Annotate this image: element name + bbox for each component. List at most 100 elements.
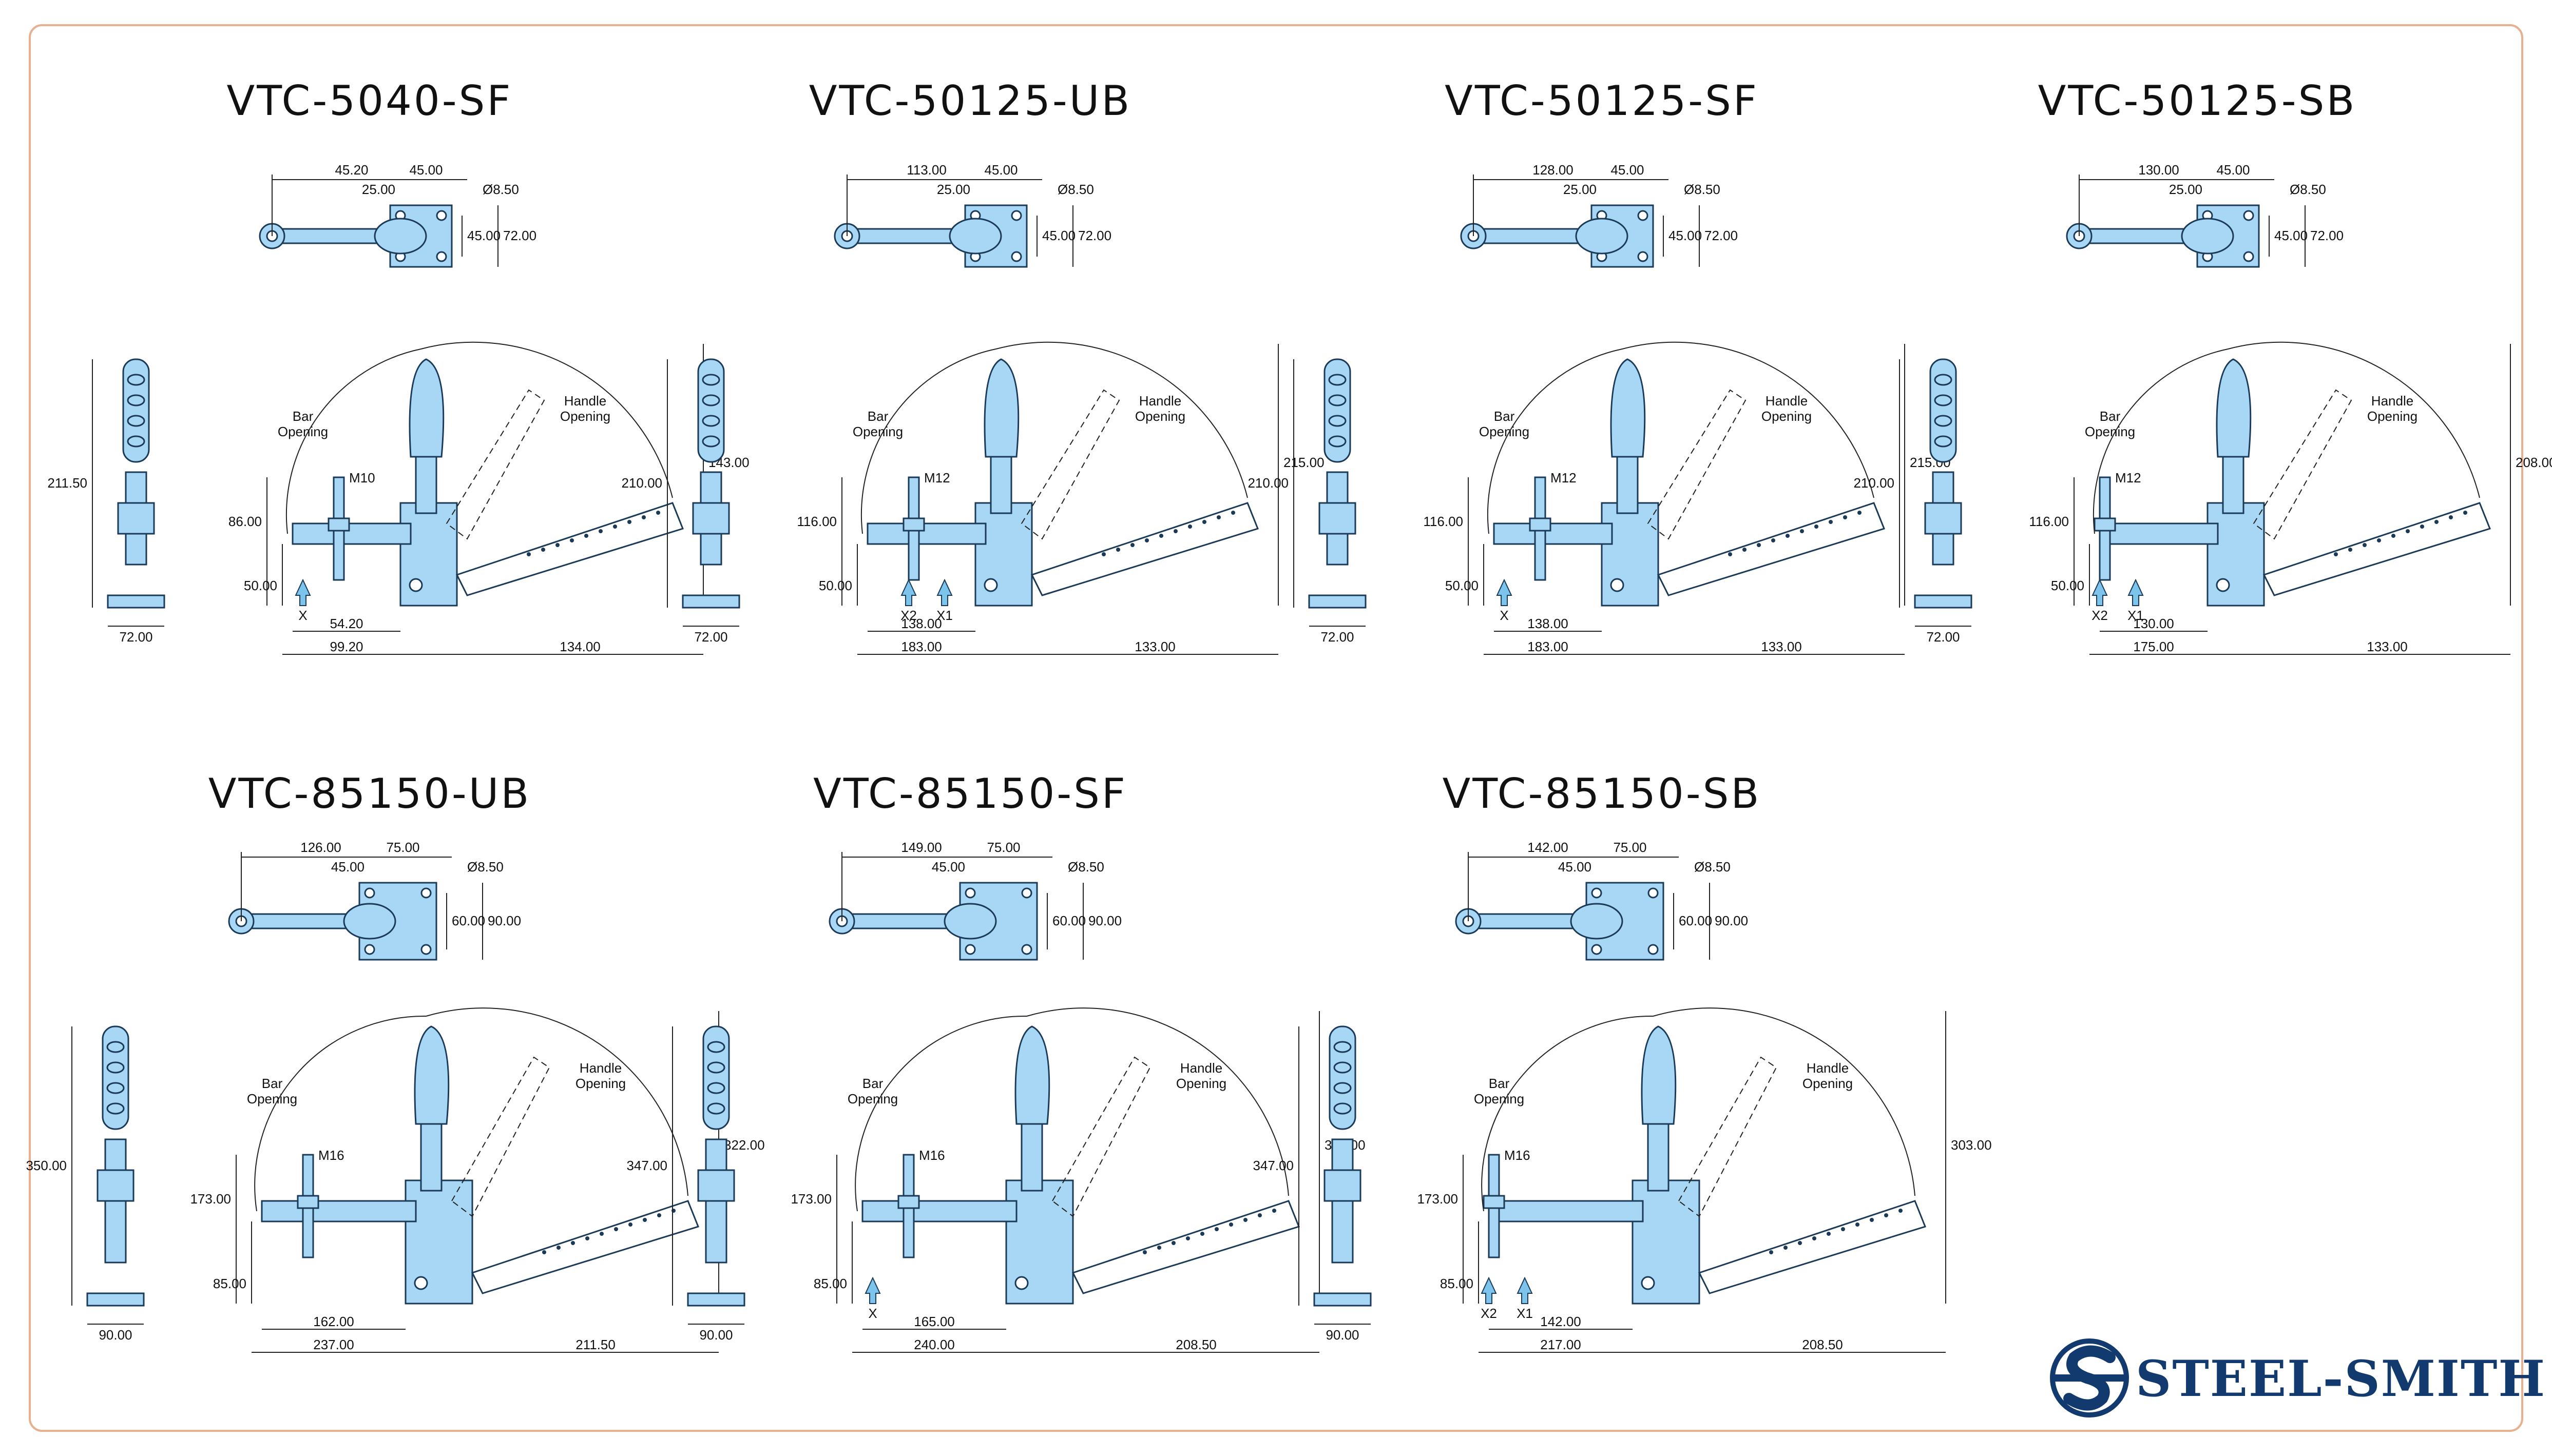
arrow-label: X1 [936, 608, 953, 623]
grip-rib [1328, 435, 1347, 448]
arrow-label: X2 [1481, 1306, 1497, 1321]
clamp-bar [2099, 522, 2219, 545]
grip-end [697, 358, 725, 463]
handle-opening-arc [420, 341, 673, 498]
grip-rib [702, 415, 720, 427]
grip-dot [1186, 1236, 1190, 1240]
spindle-nut [2094, 517, 2116, 532]
handle-opening-label: Opening [1176, 1076, 1226, 1091]
side-view: M12BarOpeningHandleOpening215.00116.0050… [797, 341, 1325, 655]
thread-label: M12 [1550, 470, 1577, 486]
force-arrow-icon [1517, 1276, 1533, 1304]
dim-low-height: 85.00 [213, 1276, 246, 1291]
dim-hole-diameter: Ø8.50 [1058, 182, 1094, 197]
grip-dot [571, 1241, 575, 1245]
grip-dot [1857, 511, 1862, 515]
dim-plate-width: 45.00 [409, 162, 443, 178]
link-end [1924, 502, 1962, 535]
mounting-hole [1637, 210, 1648, 221]
dim-front-base: 72.00 [1320, 629, 1354, 645]
handle-opening-label: Opening [1802, 1076, 1853, 1091]
arrow-label: X [1500, 608, 1508, 623]
handle-top [1570, 903, 1623, 940]
grip-rib [707, 1102, 725, 1115]
grip-rib [127, 374, 145, 386]
spindle-nut [897, 1195, 920, 1209]
handle-grip [1641, 1025, 1677, 1125]
grip-dot [1159, 534, 1163, 538]
dim-low-height: 50.00 [2051, 578, 2084, 593]
dim-front-height: 347.00 [1253, 1158, 1294, 1173]
force-arrow-icon [2127, 578, 2144, 606]
handle-shaft [415, 451, 437, 514]
model-title: VTC-5040-SF [226, 77, 513, 125]
spindle-nut [328, 517, 350, 532]
model-title: VTC-85150-UB [208, 770, 531, 818]
grip-dot [642, 515, 646, 519]
handle-grip [414, 1025, 450, 1125]
spindle-nut [1529, 517, 1551, 532]
handle-open-position [471, 1200, 699, 1294]
dim-plate-width: 75.00 [1613, 840, 1646, 855]
dim-front-base: 90.00 [699, 1327, 733, 1343]
side-view: M16BarOpeningHandleOpening322.00173.0085… [190, 1007, 765, 1353]
grip-rib [1333, 1061, 1352, 1074]
bar-opening-label: Opening [2085, 424, 2135, 439]
handle-top [944, 903, 997, 940]
grip-dot [1728, 552, 1732, 556]
grip-rib [127, 415, 145, 427]
dim-hole-spacing: 60.00 [452, 913, 485, 928]
force-arrow-icon [936, 578, 953, 606]
dim-bar-length: 165.00 [914, 1314, 955, 1329]
grip-dot [599, 529, 603, 533]
dim-plate-depth: 72.00 [1078, 228, 1111, 243]
dim-handle-length: 133.00 [1761, 639, 1802, 654]
dim-hole-spacing: 45.00 [1042, 228, 1076, 243]
dim-hole-pitch: 25.00 [1563, 182, 1597, 197]
grip-dot [1829, 520, 1833, 524]
grip-dot [1855, 1222, 1859, 1227]
dim-reach: 99.20 [330, 639, 363, 654]
grip-end [1929, 358, 1957, 463]
dim-hole-spacing: 60.00 [1679, 913, 1712, 928]
grip-rib [702, 435, 720, 448]
dim-reach: 237.00 [313, 1337, 354, 1352]
grip-dot [1812, 1236, 1816, 1240]
grip-dot [643, 1218, 647, 1222]
link-end [97, 1169, 135, 1202]
mounting-hole [965, 944, 976, 955]
dim-hole-pitch: 45.00 [331, 859, 364, 875]
grip-dot [1157, 1246, 1161, 1250]
mounting-hole [420, 887, 432, 899]
bar-opening-label: Opening [848, 1091, 898, 1106]
dim-hole-spacing: 45.00 [467, 228, 501, 243]
dim-hole-diameter: Ø8.50 [1694, 859, 1731, 875]
dim-overall-reach: 142.00 [1527, 840, 1568, 855]
link-end [117, 502, 155, 535]
dim-hole-pitch: 25.00 [937, 182, 970, 197]
dim-handle-length: 208.50 [1802, 1337, 1843, 1352]
handle-opening-arc [1653, 1007, 1915, 1196]
bar-opening-label: Bar [862, 1076, 884, 1091]
dim-front-base: 72.00 [1926, 629, 1960, 645]
mounting-hole [1011, 251, 1022, 262]
handle-top [343, 903, 396, 940]
handle-opening-label: Opening [575, 1076, 626, 1091]
mounting-hole [436, 210, 447, 221]
grip-dot [2449, 515, 2453, 519]
handle-shaft [1021, 1118, 1043, 1192]
dim-handle-length: 208.50 [1176, 1337, 1217, 1352]
handle-opening-label: Opening [1135, 409, 1185, 424]
grip-dot [557, 1246, 561, 1250]
dim-overall-height: 215.00 [1283, 455, 1325, 470]
handle-swing-ghost [1647, 389, 1747, 540]
handle-open-position [2262, 502, 2491, 596]
grip-rib [707, 1082, 725, 1094]
grip-dot [1231, 511, 1235, 515]
